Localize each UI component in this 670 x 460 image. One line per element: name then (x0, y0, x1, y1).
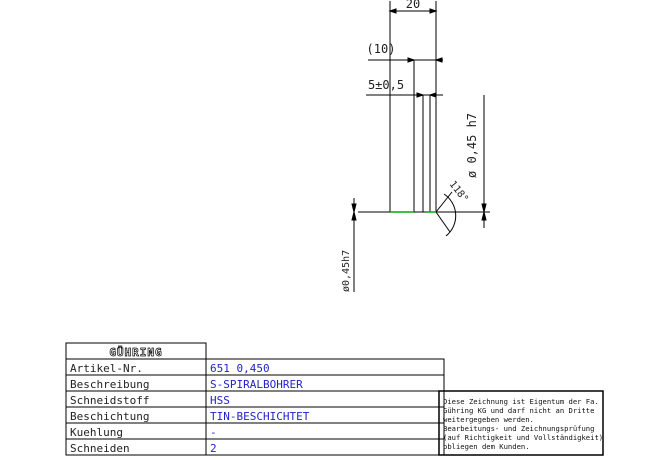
row-label-beschichtung: Beschichtung (70, 410, 149, 423)
row-value-beschichtung: TIN-BESCHICHTET (210, 410, 310, 423)
notice-line: Gühring KG und darf nicht an Dritte (443, 406, 594, 415)
row-value-schneiden: 2 (210, 442, 217, 455)
arrow-flute-left (407, 57, 416, 63)
dimension-labels: 20 (10) 5±0,5 ø 0,45 h7 118° ø0,45h7 (341, 0, 479, 292)
row-label-artikel: Artikel-Nr. (70, 362, 143, 375)
row-value-schneidstoff: HSS (210, 394, 230, 407)
notice-line: (auf Richtigkeit und Vollständigkeit) (443, 433, 603, 442)
arrow-overall-left (388, 8, 397, 14)
arrow-flute-right (434, 57, 443, 63)
notice-line: Bearbeitungs- und Zeichnungsprüfung (443, 424, 594, 433)
dim-text-shank: ø0,45h7 (341, 250, 352, 292)
arrow-tol-left (416, 92, 425, 98)
dim-text-point-angle: 118° (447, 179, 471, 205)
notice-box (438, 390, 604, 456)
point-angle-arc (443, 193, 457, 237)
row-value-beschreibung: S-SPIRALBOHRER (210, 378, 303, 391)
dim-text-diameter: ø 0,45 h7 (465, 113, 479, 178)
row-label-kuehlung: Kuehlung (70, 426, 123, 439)
drill-drawing (351, 1, 490, 292)
arrow-tol-right (428, 92, 437, 98)
arrow-diameter-top (481, 203, 487, 213)
title-block: GÜHRING Artikel-Nr. Beschreibung Schneid… (65, 342, 604, 456)
arrow-overall-right (429, 8, 438, 14)
row-value-artikel: 651 0,450 (210, 362, 270, 375)
arrow-shank-bottom (351, 211, 357, 221)
point-edge-upper (435, 191, 453, 213)
notice-line: obliegen dem Kunden. (443, 442, 530, 451)
guehring-logo: GÜHRING (109, 345, 162, 359)
row-label-beschreibung: Beschreibung (70, 378, 149, 391)
arrow-diameter-bottom (481, 211, 487, 221)
dim-text-overall: 20 (406, 0, 420, 11)
dim-text-flute: (10) (367, 42, 396, 56)
notice-line: Diese Zeichnung ist Eigentum der Fa. (443, 397, 599, 406)
arrow-shank-top (351, 203, 357, 213)
row-value-kuehlung: - (210, 426, 217, 439)
row-label-schneiden: Schneiden (70, 442, 130, 455)
row-label-schneidstoff: Schneidstoff (70, 394, 149, 407)
notice-line: weitergegeben werden. (443, 415, 534, 424)
dim-text-tolerance: 5±0,5 (368, 78, 404, 92)
point-edge-lower (435, 211, 451, 233)
